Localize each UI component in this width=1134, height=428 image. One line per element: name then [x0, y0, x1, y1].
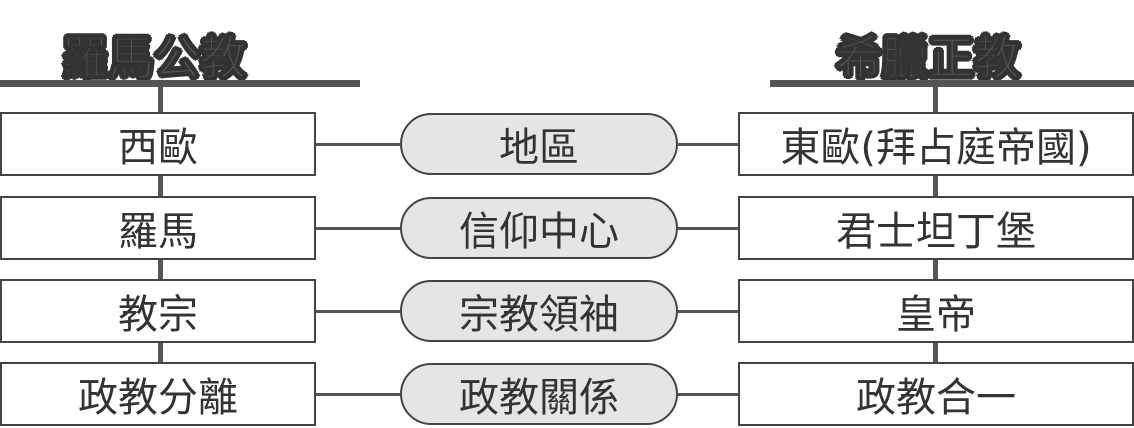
- left-box: 教宗: [0, 279, 316, 343]
- vertical-connector-right: [933, 260, 938, 279]
- category-pill: 地區: [400, 113, 678, 175]
- left-box: 西歐: [0, 112, 316, 176]
- right-box: 君士坦丁堡: [738, 196, 1134, 260]
- heading-roman-catholic: 羅馬公教: [62, 31, 247, 86]
- connector-left: [316, 310, 400, 313]
- connector-right: [678, 310, 738, 313]
- vertical-connector-right: [933, 87, 938, 112]
- connector-right: [678, 227, 738, 230]
- vertical-connector-left: [158, 87, 163, 112]
- category-pill: 宗教領袖: [400, 280, 678, 342]
- right-box: 政教合一: [738, 362, 1134, 426]
- vertical-connector-right: [933, 343, 938, 362]
- connector-right: [678, 143, 738, 146]
- left-box: 羅馬: [0, 196, 316, 260]
- top-rule-left: [0, 80, 360, 87]
- left-box: 政教分離: [0, 362, 316, 426]
- connector-left: [316, 227, 400, 230]
- top-rule-right: [770, 80, 1134, 87]
- right-box: 皇帝: [738, 279, 1134, 343]
- vertical-connector-left: [158, 343, 163, 362]
- vertical-connector-left: [158, 260, 163, 279]
- heading-greek-orthodox: 希臘正教: [836, 31, 1021, 86]
- connector-left: [316, 143, 400, 146]
- connector-left: [316, 393, 400, 396]
- category-pill: 政教關係: [400, 363, 678, 425]
- connector-right: [678, 393, 738, 396]
- vertical-connector-left: [158, 176, 163, 196]
- vertical-connector-right: [933, 176, 938, 196]
- right-box: 東歐(拜占庭帝國): [738, 112, 1134, 176]
- category-pill: 信仰中心: [400, 197, 678, 259]
